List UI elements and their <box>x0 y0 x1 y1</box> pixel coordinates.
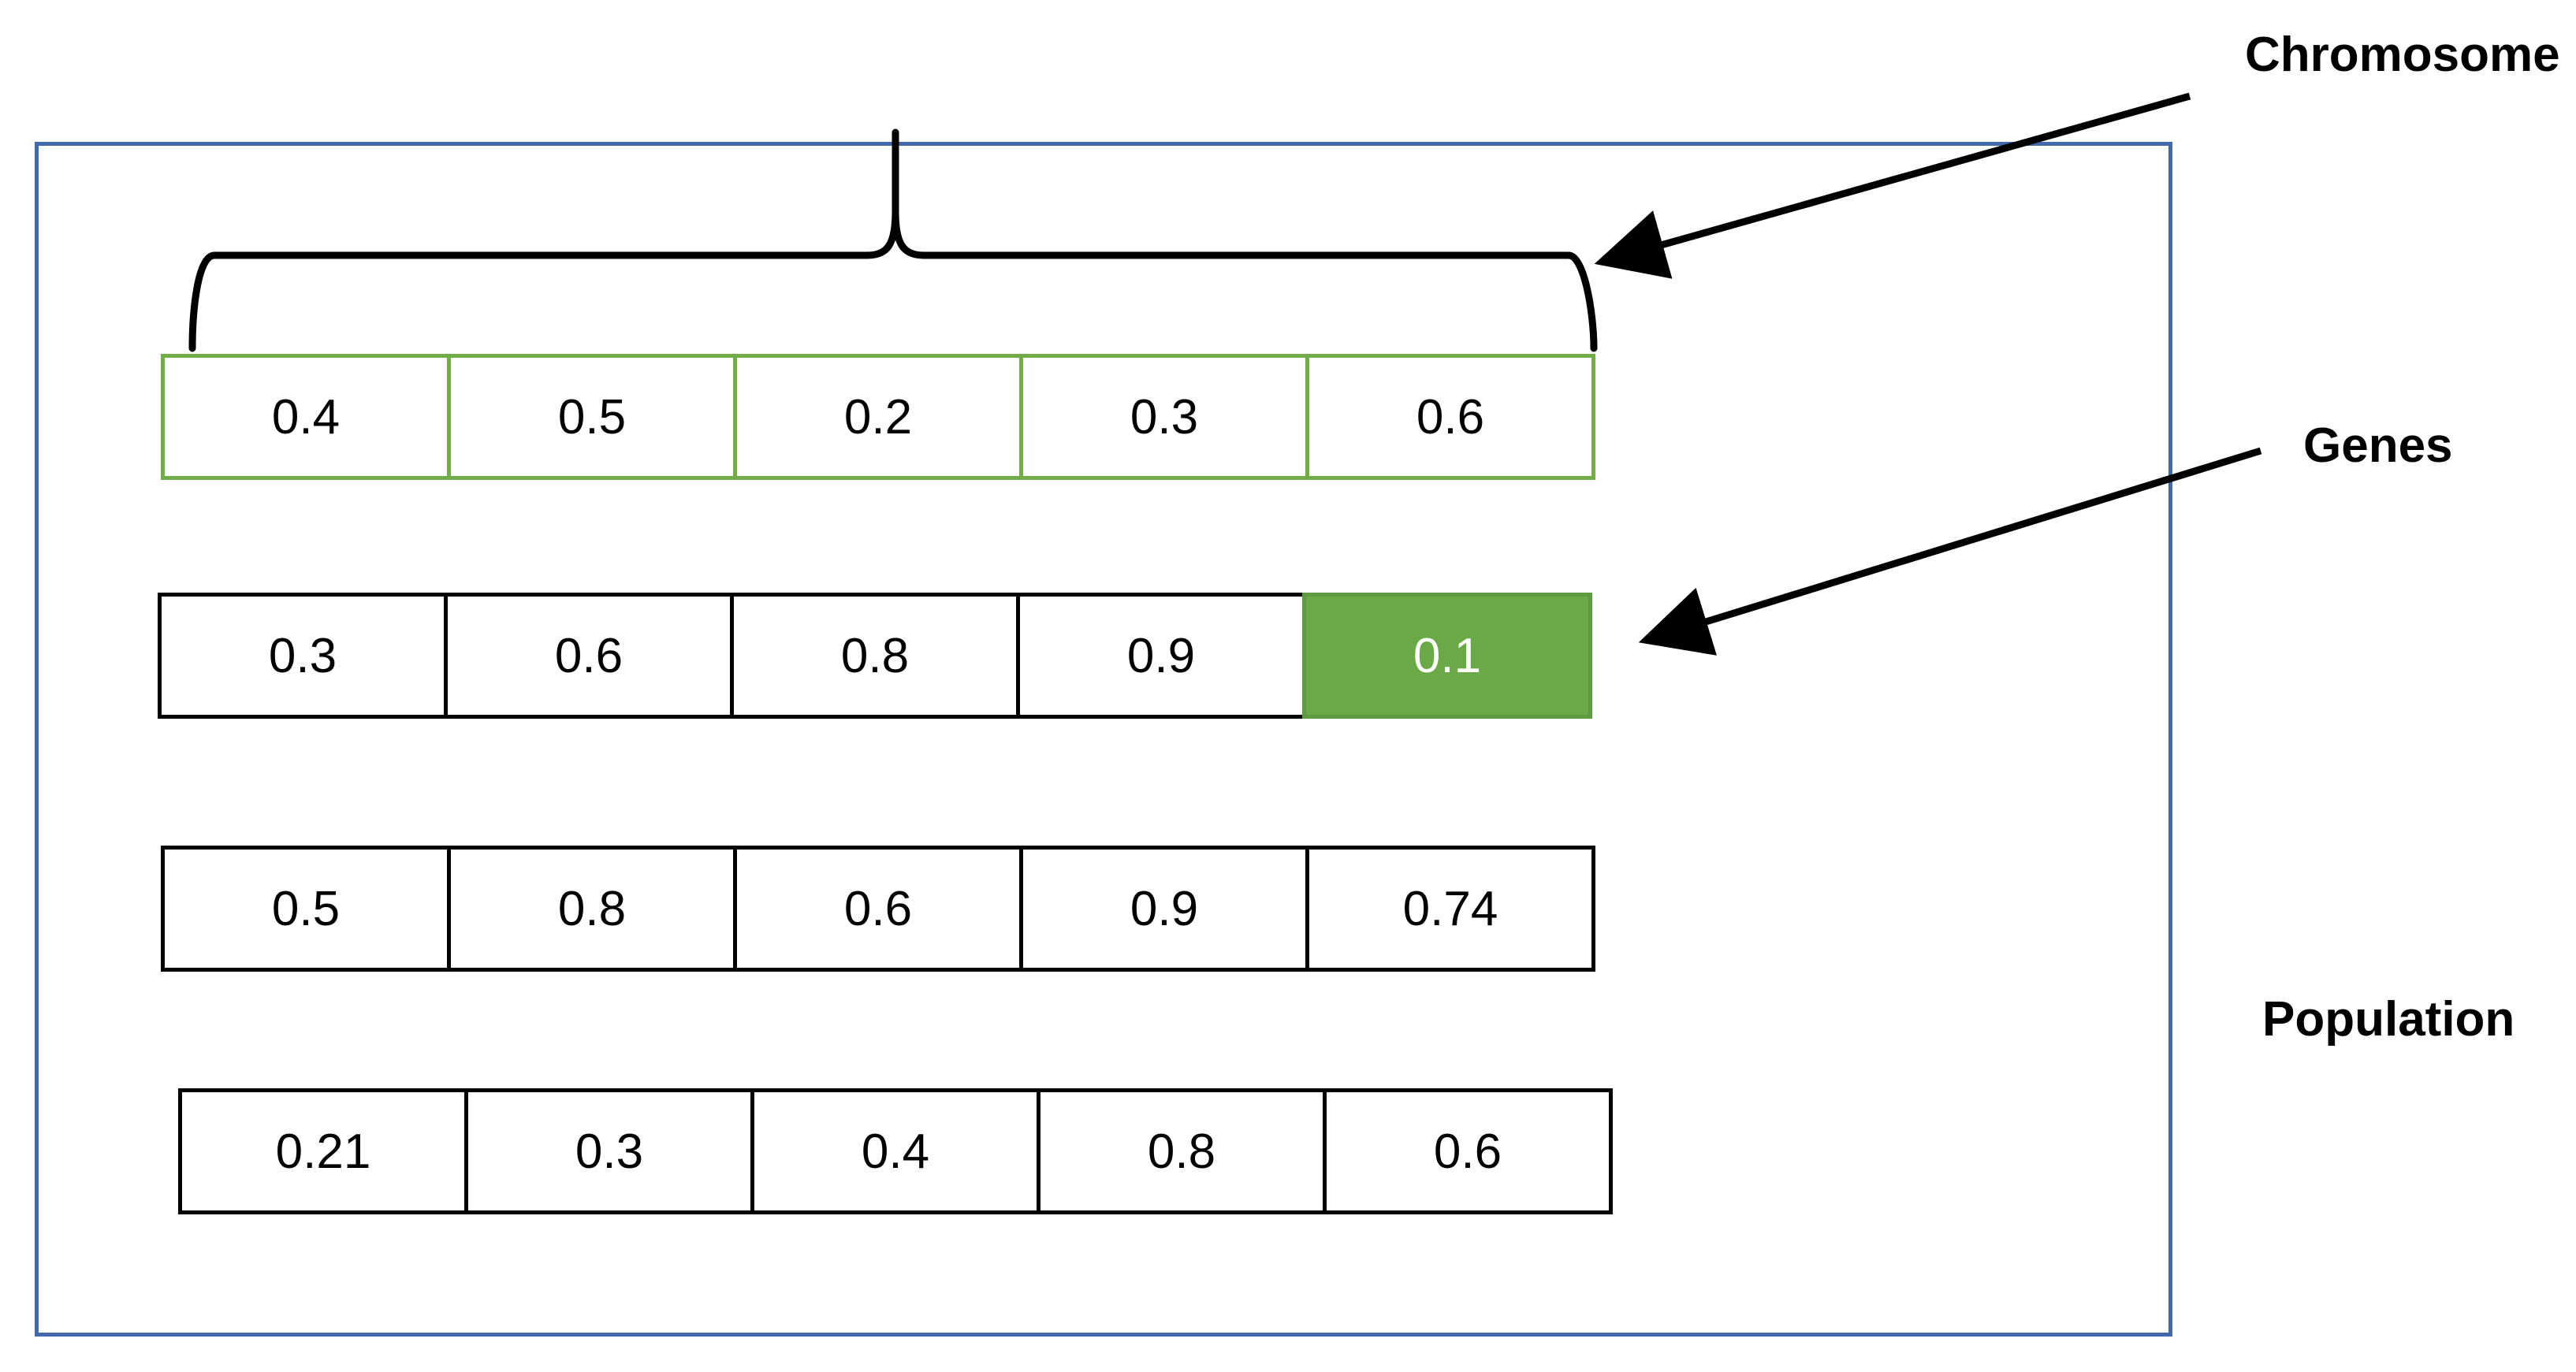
gene-cell: 0.6 <box>1305 354 1595 480</box>
chromosome-arrow <box>1594 92 2191 279</box>
gene-cell: 0.21 <box>178 1088 468 1214</box>
chromosome-row-3: 0.5 0.8 0.6 0.9 0.74 <box>161 846 1595 972</box>
gene-cell: 0.74 <box>1305 846 1595 972</box>
gene-cell: 0.4 <box>750 1088 1040 1214</box>
gene-cell: 0.9 <box>1019 846 1309 972</box>
gene-cell: 0.8 <box>1037 1088 1327 1214</box>
chromosome-label: Chromosome <box>2245 28 2560 82</box>
gene-cell: 0.8 <box>447 846 737 972</box>
chromosome-row-1: 0.4 0.5 0.2 0.3 0.6 <box>161 354 1595 480</box>
gene-cell: 0.3 <box>1019 354 1309 480</box>
population-label: Population <box>2262 992 2515 1047</box>
population-container <box>35 142 2172 1337</box>
chromosome-row-2: 0.3 0.6 0.8 0.9 0.1 <box>158 593 1592 719</box>
genes-arrow <box>1638 447 2262 656</box>
gene-cell: 0.9 <box>1016 593 1306 719</box>
gene-cell: 0.3 <box>158 593 448 719</box>
chromosome-brace <box>188 128 1598 352</box>
gene-cell: 0.3 <box>464 1088 754 1214</box>
gene-cell: 0.5 <box>161 846 451 972</box>
genes-label: Genes <box>2303 418 2453 473</box>
highlighted-gene-cell: 0.1 <box>1302 593 1592 719</box>
chromosome-row-4: 0.21 0.3 0.4 0.8 0.6 <box>178 1088 1613 1214</box>
gene-cell: 0.4 <box>161 354 451 480</box>
gene-cell: 0.2 <box>733 354 1023 480</box>
gene-cell: 0.6 <box>444 593 734 719</box>
gene-cell: 0.5 <box>447 354 737 480</box>
gene-cell: 0.6 <box>1323 1088 1613 1214</box>
gene-cell: 0.6 <box>733 846 1023 972</box>
